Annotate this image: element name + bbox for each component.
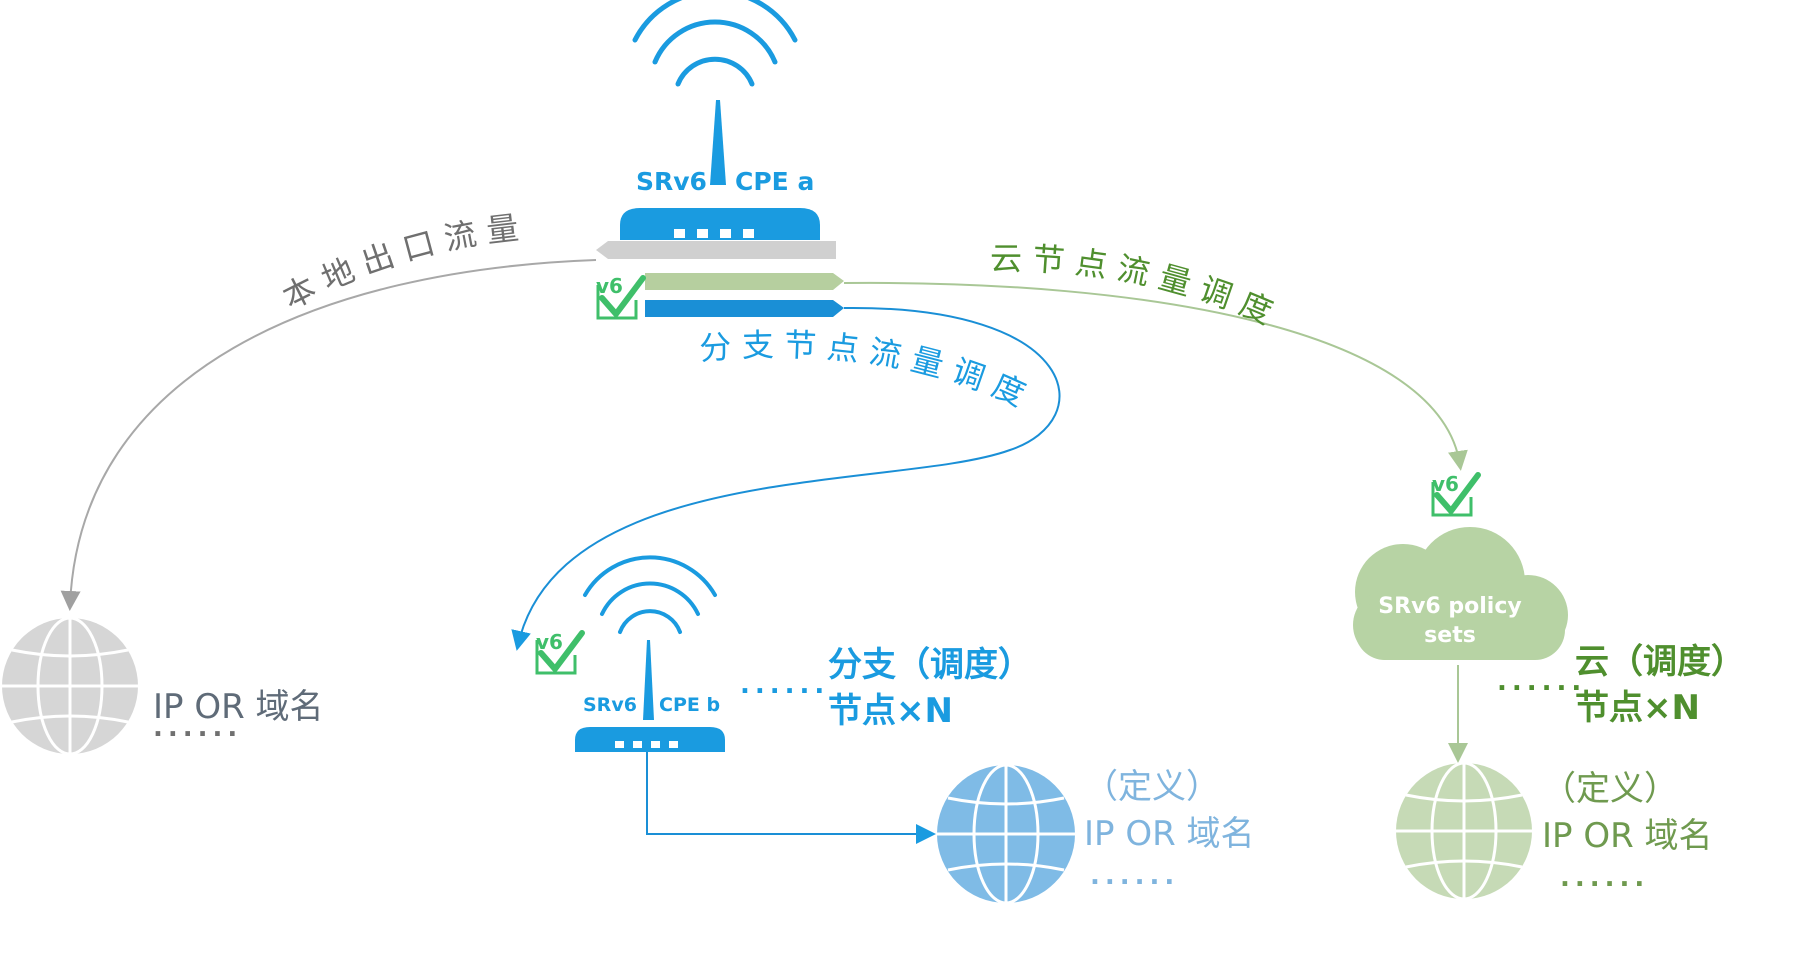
globe-icon <box>2 616 138 756</box>
router-leds <box>674 229 754 238</box>
local-dest-dots: ...... <box>153 713 242 743</box>
globe-icon <box>937 763 1075 905</box>
branch-exit-bar <box>645 300 844 317</box>
cpe-a-router: SRv6 CPE a <box>596 0 844 317</box>
cloud-exit-bar <box>645 273 844 290</box>
local-flow-arrow <box>60 259 597 611</box>
router-leds <box>615 741 678 748</box>
v6-label: v6 <box>1432 472 1459 496</box>
branch-node-dots: ...... <box>740 670 829 700</box>
cloud-flow-arrow <box>843 281 1468 471</box>
cpe-b-router: SRv6 CPE b <box>575 555 725 752</box>
globe-icon <box>1396 761 1532 901</box>
router-body <box>620 208 820 240</box>
branch-node-line2: 节点×N <box>828 691 953 731</box>
branch-flow-label: 分支节点流量调度 <box>698 326 1040 418</box>
branch-flow-arrow <box>511 306 1061 651</box>
cloud-node-line1: 云（调度） <box>1575 642 1745 682</box>
v6-check-icon: v6 <box>535 630 585 675</box>
cloud-flow-label: 云节点流量调度 <box>990 240 1287 336</box>
v6-label: v6 <box>596 274 623 298</box>
antenna <box>643 640 654 720</box>
v6-label: v6 <box>536 630 563 654</box>
local-exit-bar <box>596 241 836 259</box>
cpe-b-label-left: SRv6 <box>583 694 637 716</box>
cloud-icon <box>1353 527 1568 660</box>
branch-dest-dots: ...... <box>1090 861 1179 891</box>
cloud-dest-dots: ...... <box>1560 863 1649 893</box>
branch-dest-connector <box>646 752 936 844</box>
branch-dest-line2: IP OR 域名 <box>1084 814 1255 854</box>
wifi-icon <box>632 0 798 87</box>
cloud-label-line1: SRv6 policy <box>1378 594 1521 619</box>
router-body <box>575 727 725 752</box>
v6-check-icon: v6 <box>596 274 646 320</box>
cpe-a-label-right: CPE a <box>735 167 814 196</box>
wifi-icon <box>583 555 717 634</box>
cpe-b-label-right: CPE b <box>659 694 720 716</box>
cloud-node-dots: ...... <box>1497 667 1586 697</box>
local-flow-label: 本地出口流量 <box>277 207 531 316</box>
cpe-a-label-left: SRv6 <box>636 167 707 196</box>
branch-dest-line1: （定义） <box>1084 767 1220 807</box>
cloud-node-line2: 节点×N <box>1575 688 1700 728</box>
local-dest-label: IP OR 域名 <box>153 687 324 727</box>
cloud-label-line2: sets <box>1424 623 1476 648</box>
cloud-dest-line2: IP OR 域名 <box>1542 816 1713 856</box>
branch-node-line1: 分支（调度） <box>828 645 1032 685</box>
cloud-dest-line1: （定义） <box>1542 769 1678 809</box>
antenna <box>710 100 726 185</box>
v6-check-icon: v6 <box>1431 472 1481 517</box>
